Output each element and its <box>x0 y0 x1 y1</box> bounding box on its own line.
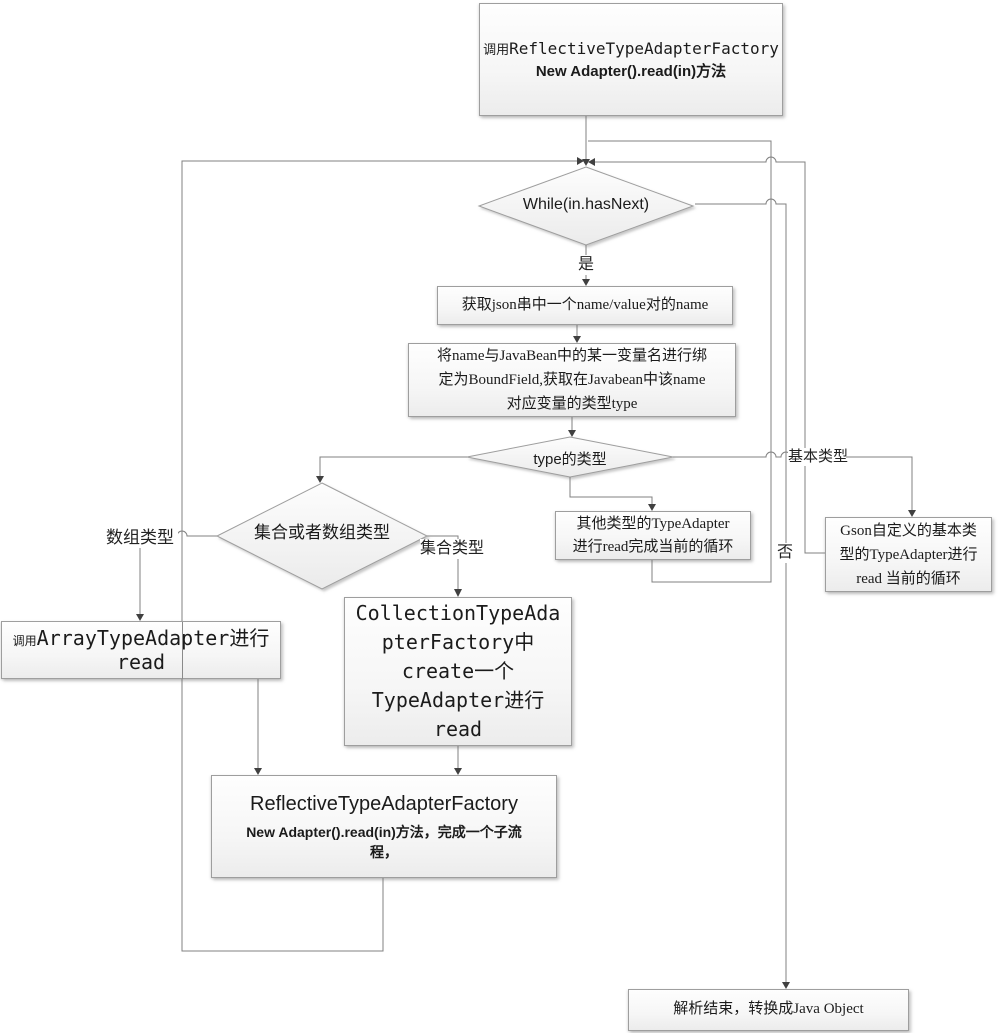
edge-type-to-collarray <box>319 456 467 478</box>
arrowhead-into-getname <box>582 279 590 286</box>
node-reflective-sub-title: ReflectiveTypeAdapterFactory <box>250 792 518 815</box>
node-array-adapter-line2: read <box>116 650 166 675</box>
node-start-line1: 调用ReflectiveTypeAdapterFactory <box>483 37 779 61</box>
collection-array-decision-shape <box>215 482 429 590</box>
edge-label-no: 否 <box>775 543 795 563</box>
node-gson-basic-line2: 型的TypeAdapter进行 <box>839 546 978 563</box>
edge-type-to-other <box>569 477 653 506</box>
edge-reflective-loopback <box>181 160 578 952</box>
arrowhead-into-bind <box>573 336 581 343</box>
while-decision-label: While(in.hasNext) <box>522 196 650 213</box>
node-collection-adapter-line2: pterFactory中 <box>381 630 535 654</box>
node-array-adapter: 调用ArrayTypeAdapter进行 read <box>1 621 281 679</box>
arrowhead-into-reflective-left <box>254 768 262 775</box>
node-bind-field-line1: 将name与JavaBean中的某一变量名进行绑 <box>437 348 707 364</box>
edge-label-basic-type: 基本类型 <box>788 448 849 466</box>
node-start-code: ReflectiveTypeAdapterFactory <box>509 38 779 58</box>
edge-gson-loopback <box>595 156 825 554</box>
arrowhead-into-collection <box>454 589 462 597</box>
type-decision-label: type的类型 <box>533 451 607 468</box>
loopback-line-through-array-box <box>182 622 183 679</box>
node-start-prefix: 调用 <box>483 41 510 57</box>
node-gson-basic-line3: read 当前的循环 <box>856 570 961 587</box>
node-reflective-sub-line2: 程， <box>370 845 398 861</box>
node-collection-adapter-line1: CollectionTypeAda <box>355 601 561 625</box>
node-finish-text: 解析结束，转换成Java Object <box>673 1001 864 1018</box>
node-start-line2: New Adapter().read(in)方法 <box>535 62 727 80</box>
arrowhead-loop-left <box>577 157 584 165</box>
node-bind-field-line2: 定为BoundField,获取在Javabean中该name <box>438 372 706 388</box>
arrowhead-into-reflective-right <box>454 768 462 775</box>
node-gson-basic: Gson自定义的基本类 型的TypeAdapter进行 read 当前的循环 <box>825 517 992 592</box>
edge-while-no-to-finish <box>695 198 787 984</box>
node-other-adapter-line2: 进行read完成当前的循环 <box>572 538 734 555</box>
node-finish: 解析结束，转换成Java Object <box>628 989 909 1031</box>
node-collection-adapter: CollectionTypeAda pterFactory中 create一个 … <box>344 597 572 746</box>
collection-array-decision-label: 集合或者数组类型 <box>254 523 390 542</box>
arrowhead-loop-right <box>588 158 595 166</box>
node-array-adapter-prefix: 调用 <box>12 633 37 648</box>
arrowhead-into-finish <box>782 982 790 989</box>
node-get-name: 获取json串中一个name/value对的name <box>437 286 733 325</box>
edge-label-collection-type: 集合类型 <box>420 539 485 559</box>
node-array-adapter-line1: 调用ArrayTypeAdapter进行 <box>13 626 270 650</box>
node-reflective-sub-line1: New Adapter().read(in)方法，完成一个子流 <box>246 823 522 840</box>
arrowhead-into-while <box>582 159 590 166</box>
arrowhead-into-other <box>648 504 656 511</box>
arrowhead-into-array <box>136 614 144 621</box>
edge-label-yes: 是 <box>574 255 598 275</box>
arrowhead-into-type <box>568 430 576 437</box>
node-collection-adapter-line3: create一个 <box>401 659 515 683</box>
node-get-name-text: 获取json串中一个name/value对的name <box>461 296 709 313</box>
node-reflective-sub: ReflectiveTypeAdapterFactory New Adapter… <box>211 775 557 878</box>
node-start: 调用ReflectiveTypeAdapterFactory New Adapt… <box>479 3 783 116</box>
node-bind-field: 将name与JavaBean中的某一变量名进行绑 定为BoundField,获取… <box>408 343 736 417</box>
node-bind-field-line3: 对应变量的类型type <box>506 396 638 412</box>
edge-collarray-to-collection <box>427 535 459 591</box>
node-collection-adapter-line4: TypeAdapter进行 <box>371 688 545 712</box>
arrowhead-into-collarray <box>316 476 324 483</box>
edge-label-array-type: 数组类型 <box>102 528 178 548</box>
node-other-adapter-line1: 其他类型的TypeAdapter <box>576 515 730 532</box>
node-other-adapter: 其他类型的TypeAdapter 进行read完成当前的循环 <box>555 511 751 560</box>
edge-other-loopback <box>588 140 772 583</box>
node-array-adapter-code: ArrayTypeAdapter进行 <box>36 625 270 650</box>
node-gson-basic-line1: Gson自定义的基本类 <box>840 522 977 539</box>
node-collection-adapter-line5: read <box>433 717 483 741</box>
arrowhead-into-gson <box>908 510 916 517</box>
